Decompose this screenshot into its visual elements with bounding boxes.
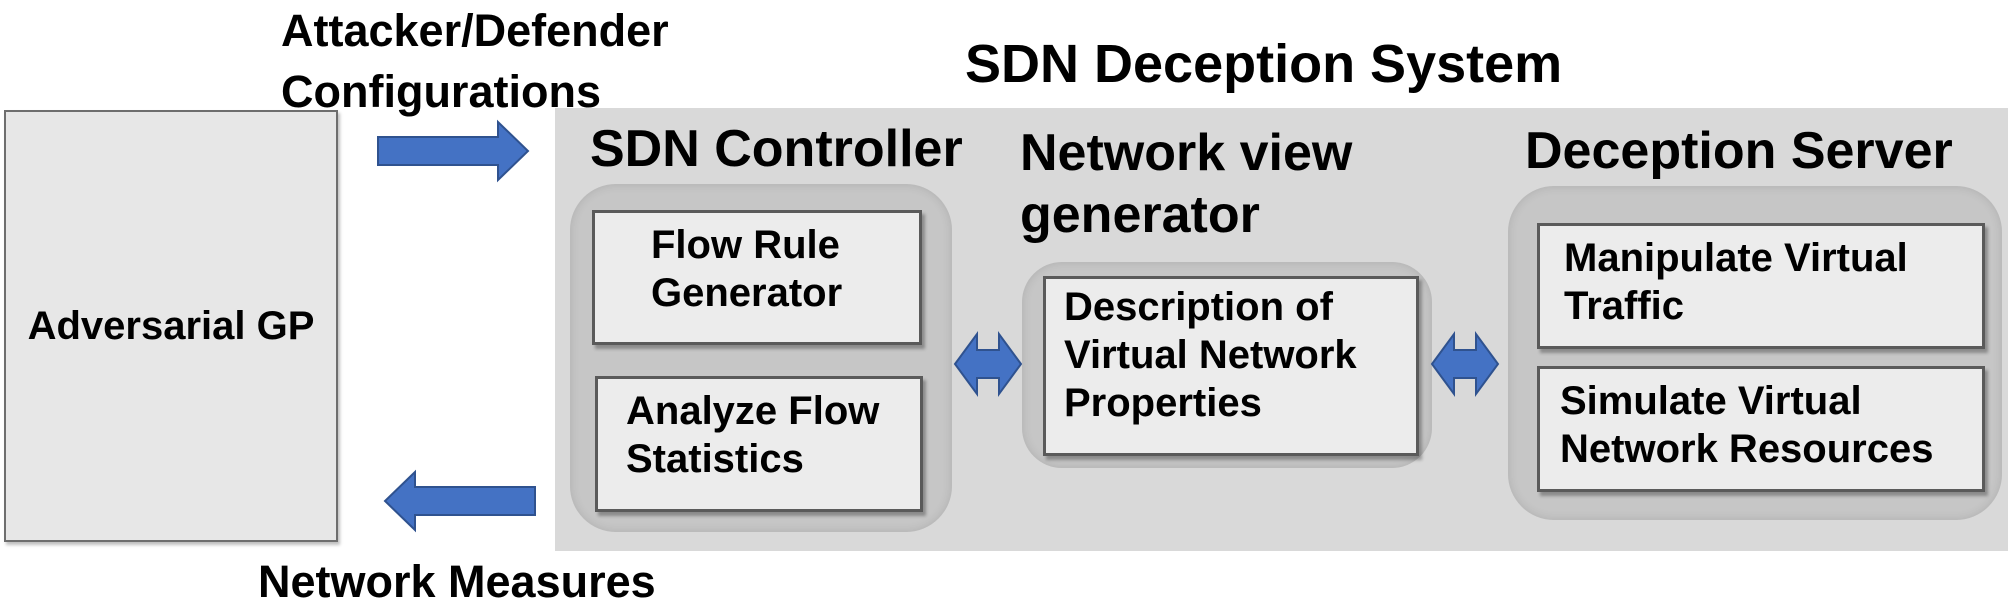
adversarial-gp-label: Adversarial GP [27, 303, 315, 348]
svr-line1: Simulate Virtual [1560, 379, 1862, 423]
vnp-line1: Description of [1064, 285, 1333, 329]
input-arrow-right-icon [377, 119, 530, 183]
system-title: SDN Deception System [965, 34, 1563, 94]
deception-server-title: Deception Server [1525, 122, 1953, 180]
flow-rule-line2: Generator [651, 271, 843, 315]
sdn-controller-title: SDN Controller [590, 120, 963, 178]
svr-line2: Network Resources [1560, 427, 1934, 471]
bidirectional-arrow-icon [953, 330, 1023, 398]
vnp-line3: Properties [1064, 381, 1262, 425]
analyze-flow-statistics-box: Analyze Flow Statistics [595, 376, 923, 512]
vnp-line2: Virtual Network [1064, 333, 1357, 377]
simulate-virtual-resources-box: Simulate Virtual Network Resources [1537, 366, 1985, 492]
analyze-flow-line1: Analyze Flow [626, 389, 880, 433]
network-view-generator-title: Network view generator [1020, 122, 1352, 246]
nvg-title-line1: Network view [1020, 124, 1353, 182]
virtual-network-properties-box: Description of Virtual Network Propertie… [1043, 276, 1419, 456]
output-arrow-left-icon [383, 469, 536, 533]
output-measures-label: Network Measures [258, 556, 656, 607]
adversarial-gp-box: Adversarial GP [4, 110, 338, 542]
input-config-label: Attacker/Defender Configurations [281, 0, 669, 122]
analyze-flow-line2: Statistics [626, 437, 804, 481]
input-config-line1: Attacker/Defender [281, 5, 669, 56]
bidirectional-arrow-icon [1430, 330, 1500, 398]
input-config-line2: Configurations [281, 66, 601, 117]
mvt-line2: Traffic [1564, 284, 1685, 328]
manipulate-virtual-traffic-box: Manipulate Virtual Traffic [1537, 223, 1985, 349]
flow-rule-line1: Flow Rule [651, 223, 840, 267]
flow-rule-generator-box: Flow Rule Generator [592, 210, 922, 345]
mvt-line1: Manipulate Virtual [1564, 236, 1908, 280]
nvg-title-line2: generator [1020, 186, 1260, 244]
